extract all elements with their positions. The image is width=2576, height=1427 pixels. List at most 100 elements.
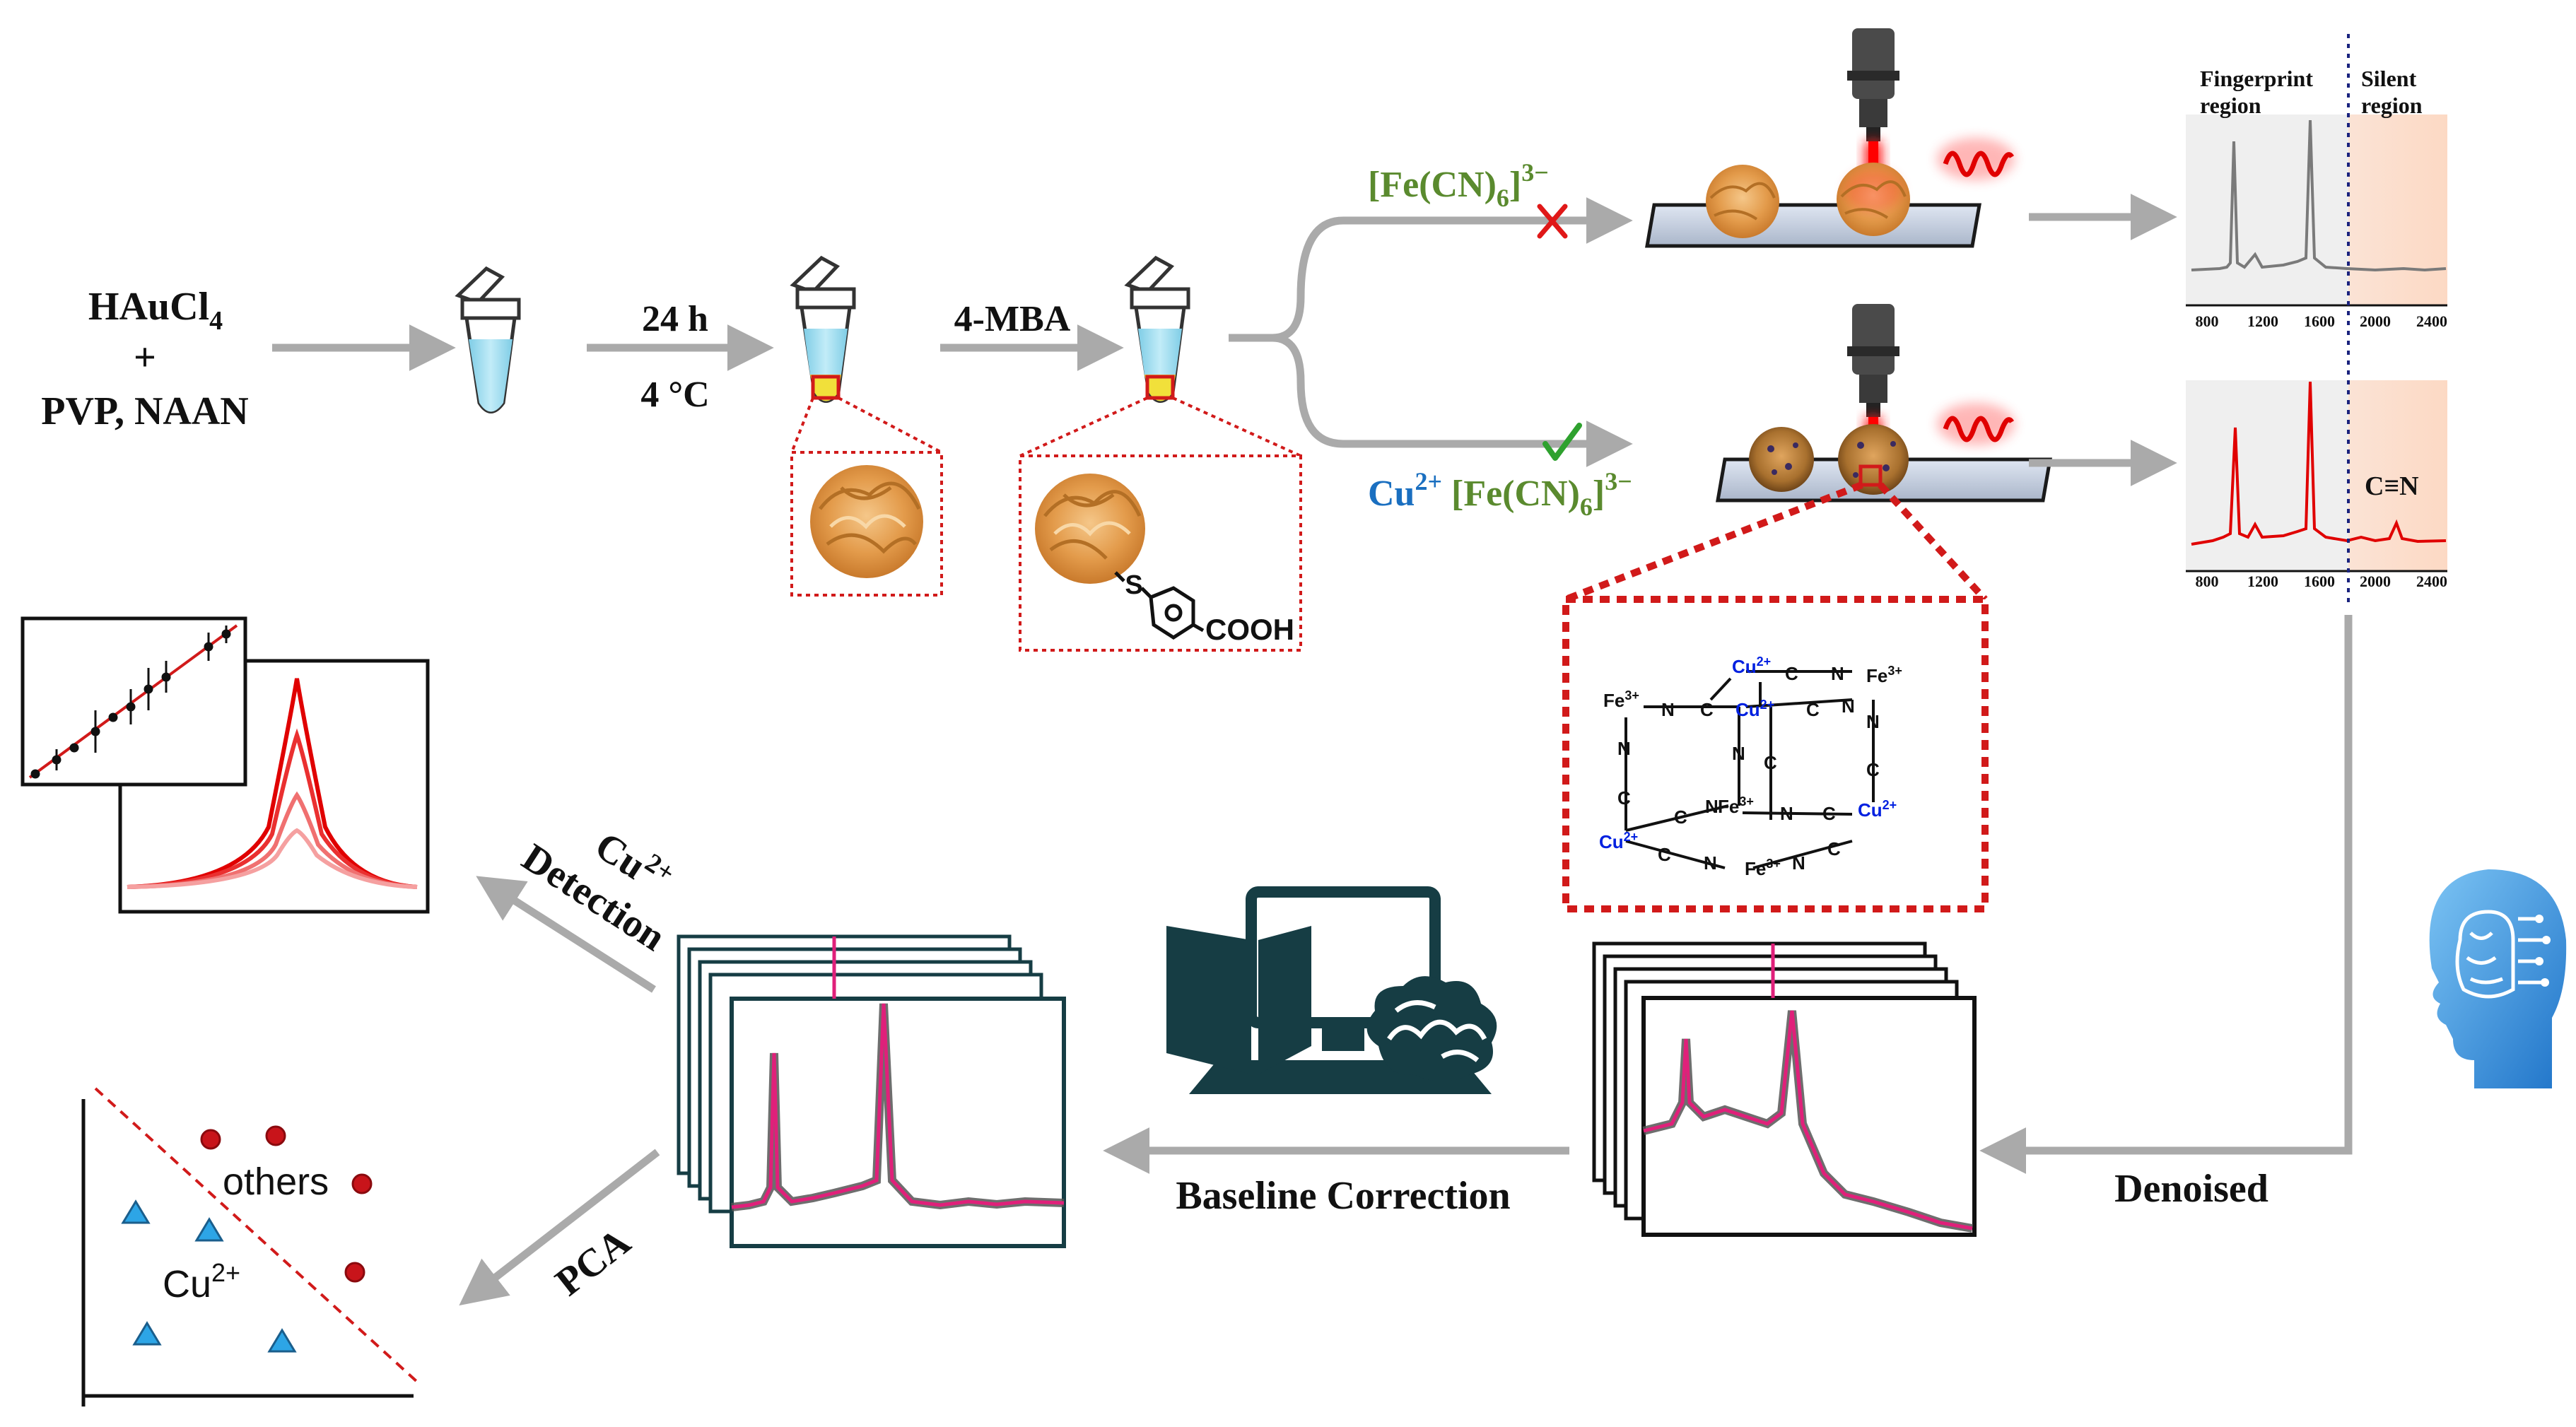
svg-text:C: C [1617,787,1631,809]
plus-sign: + [134,336,156,380]
nanoflower-top-right [1837,163,1910,236]
svg-text:Cu2+: Cu2+ [1735,698,1774,720]
zoom-box-mba-nanoflower: S COOH [1019,397,1302,652]
denoised-clean-trace [1643,1010,1973,1231]
svg-text:N: N [1866,711,1880,732]
sulfur-atom: S [1125,570,1142,600]
tick-label: 2000 [2360,312,2391,330]
detection-label: Cu2+ Detection [515,824,680,960]
others-points [200,1125,373,1283]
svg-text:N: N [1732,743,1745,764]
fingerprint-label-1: Fingerprint [2200,66,2313,91]
nanoflower-top-left [1706,165,1779,238]
svg-text:C: C [1866,759,1880,780]
others-cluster-label: others [223,1161,329,1203]
arrow-to-denoised [1979,615,2353,1174]
tube-icon-empty [455,266,521,413]
ai-brain-head-icon [2429,869,2567,1088]
svg-text:Fe3+: Fe3+ [1745,857,1781,879]
scattered-light-icon [1937,138,2015,180]
svg-text:C: C [1658,844,1671,865]
baseline-corrected-spectra-stack [677,934,1066,1248]
sers-setup-bottom [1716,304,2052,503]
reagents-label: HAuCl4 + PVP, NAAN [41,285,248,433]
computer-brain-icon [1166,886,1497,1094]
mba-nanoflower-image [1035,474,1145,584]
tick-label: 1600 [2304,572,2335,590]
svg-text:N: N [1704,852,1717,874]
gold-nanoflower-image [810,465,923,578]
svg-text:N: N [1780,803,1793,824]
svg-text:Fe3+: Fe3+ [1603,688,1639,711]
objective-lens-icon [1847,28,1899,141]
objective-lens-icon-2 [1847,304,1899,417]
coordination-network [1624,670,1875,869]
arrow-to-detection [476,876,656,993]
svg-text:Cu2+: Cu2+ [1858,798,1897,821]
svg-text:C: C [1806,699,1820,720]
time-label: 24 h [642,299,708,339]
tick-label: 800 [2196,572,2219,590]
pca-label: PCA [547,1220,638,1305]
arrow-to-pca [459,1149,660,1306]
svg-text:C: C [1827,838,1841,859]
baseline-correction-label: Baseline Correction [1176,1174,1510,1218]
mba-label: 4-MBA [954,299,1071,339]
silent-label-2: region [2361,93,2423,118]
peak-curves [127,678,418,889]
tick-label: 1600 [2304,312,2335,330]
svg-text:C: C [1785,663,1798,684]
denoised-label: Denoised [2114,1167,2268,1211]
scattered-light-icon-2 [1937,403,2015,445]
svg-text:HAuCl4: HAuCl4 [88,285,223,336]
temperature-label: 4 °C [640,375,709,415]
svg-text:Cu2+: Cu2+ [1599,830,1638,852]
tick-label: 2400 [2416,572,2447,590]
spectrum-bottom-panel: C≡N 800 1200 1600 2000 2400 [2186,380,2447,590]
cooh-group: COOH [1205,613,1294,646]
pvp-naan-text: PVP, NAAN [41,389,248,433]
copper-ferricyanide-label: Cu2+ [Fe(CN)6]3− [1368,467,1632,521]
haucl4-subscript: 4 [209,306,223,336]
copper-points [121,1199,297,1353]
branch-connector [1229,197,1633,467]
copper-coated-nanoflower-right [1838,424,1909,495]
copper-coated-nanoflower-left [1749,427,1814,492]
detection-plots [21,616,430,914]
tick-label: 1200 [2247,572,2278,590]
tube-icon-nanoflower [790,255,856,403]
baseline-clean-trace [731,1003,1065,1209]
spectrum-top-trace [2191,119,2447,272]
silent-label-1: Silent [2361,66,2417,91]
haucl4-text: HAuCl [88,285,209,329]
tube-icon-functionalized [1124,255,1190,403]
copper-cluster-label: Cu2+ [163,1258,240,1305]
svg-text:Fe3+: Fe3+ [1866,664,1902,686]
pca-scatter-plot: others Cu2+ [81,1087,418,1407]
svg-text:N: N [1831,663,1844,684]
svg-text:N: N [1842,695,1855,717]
svg-text:N: N [1792,852,1805,874]
svg-text:C: C [1674,806,1687,828]
cross-icon [1537,204,1568,239]
brain-icon [1366,976,1497,1081]
ferricyanide-label: [Fe(CN)6]3− [1368,158,1549,212]
tick-label: 1200 [2247,312,2278,330]
svg-text:N: N [1617,738,1631,759]
svg-text:C: C [1764,752,1777,773]
zoom-box-nanoflower [790,397,943,597]
sers-setup-top [1645,28,2015,248]
svg-text:N: N [1705,796,1719,817]
cyanide-peak-label: C≡N [2365,471,2419,501]
mba-molecule [1114,571,1205,640]
check-icon [1542,423,1582,461]
tick-label: 800 [2196,312,2219,330]
spectrum-top-panel: Fingerprint region Silent region 800 120… [2186,66,2447,330]
tick-label: 2000 [2360,572,2391,590]
tick-label: 2400 [2416,312,2447,330]
fingerprint-label-2: region [2200,93,2261,118]
calibration-points [30,626,231,779]
svg-text:C: C [1822,803,1836,824]
spectrum-bottom-trace [2191,381,2447,546]
structure-labels: Fe3+ Cu2+ Cu2+ Fe3+ Fe3+ Cu2+ Cu2+ Fe3+ … [1599,654,1902,879]
